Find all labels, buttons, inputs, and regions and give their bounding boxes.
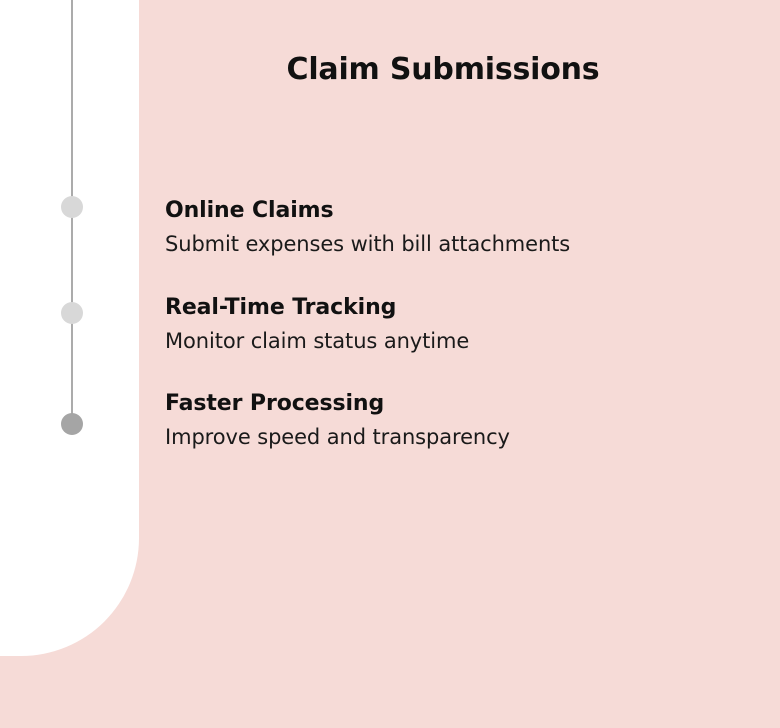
feature-description-online-claims: Submit expenses with bill attachments <box>165 231 571 256</box>
feature-title-online-claims: Online Claims <box>165 198 334 223</box>
list-item[interactable]: Online Claims Submit expenses with bill … <box>165 196 725 260</box>
left-white-panel <box>0 0 139 656</box>
feature-list: Online Claims Submit expenses with bill … <box>165 196 725 453</box>
page-title: Claim Submissions <box>286 52 600 87</box>
list-item[interactable]: Faster Processing Improve speed and tran… <box>165 389 725 453</box>
timeline-dot-faster-processing[interactable] <box>61 413 83 435</box>
feature-title-faster-processing: Faster Processing <box>165 391 385 417</box>
timeline-dot-real-time-tracking[interactable] <box>61 302 83 324</box>
feature-title-real-time-tracking: Real-Time Tracking <box>165 294 397 320</box>
feature-description-real-time-tracking: Monitor claim status anytime <box>165 328 470 353</box>
feature-description-faster-processing: Improve speed and transparency <box>165 425 510 450</box>
timeline-dot-online-claims[interactable] <box>61 196 83 218</box>
list-item[interactable]: Real-Time Tracking Monitor claim status … <box>165 293 725 357</box>
